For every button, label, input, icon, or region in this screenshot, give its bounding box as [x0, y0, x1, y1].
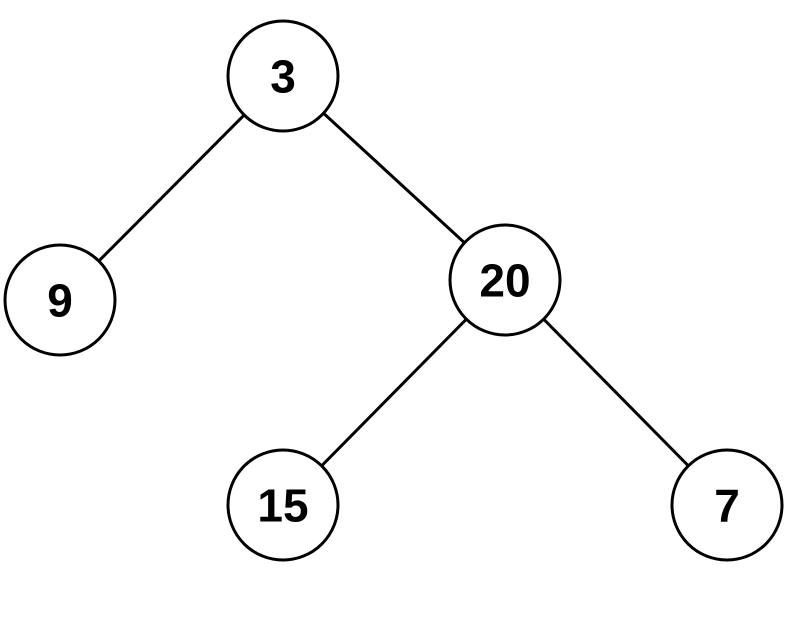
tree-node-label-left: 9: [47, 274, 73, 326]
tree-node-circle-root: [226, 19, 340, 133]
tree-node-label-right-left: 15: [257, 479, 308, 531]
tree-node-circle-right-right: [670, 448, 784, 562]
tree-node-label-root: 3: [270, 50, 296, 102]
tree-node-label-right-right: 7: [714, 479, 740, 531]
tree-node-right: 20: [448, 223, 562, 337]
tree-node-right-right: 7: [670, 448, 784, 562]
tree-node-label-right: 20: [479, 254, 530, 306]
tree-node-circle-left: [3, 243, 117, 357]
tree-node-root: 3: [226, 19, 340, 133]
tree-node-circle-right-left: [226, 448, 340, 562]
tree-node-left: 9: [3, 243, 117, 357]
tree-node-right-left: 15: [226, 448, 340, 562]
tree-node-circle-right: [448, 223, 562, 337]
